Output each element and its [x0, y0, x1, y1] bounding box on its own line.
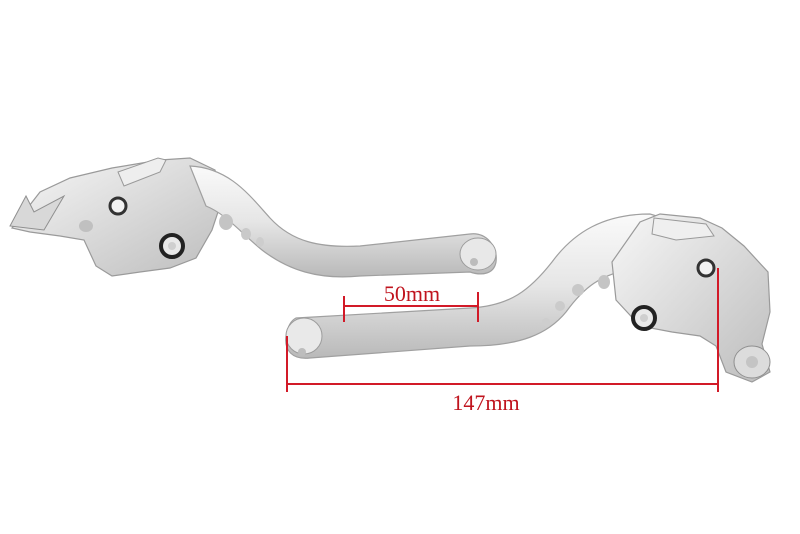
measurement-147mm: 147mm — [286, 268, 719, 415]
right-lever-bolt — [696, 258, 716, 278]
left-lever-cutout — [79, 220, 93, 232]
right-lever — [285, 213, 771, 383]
right-lever-pivot-bolt-center — [640, 314, 648, 322]
left-lever — [9, 157, 497, 278]
measurement-label-short: 50mm — [384, 281, 440, 306]
left-lever-cutout — [256, 237, 264, 247]
measurement-label-long: 147mm — [452, 390, 519, 415]
right-lever-cutout — [555, 301, 565, 311]
left-lever-bolt — [108, 196, 128, 216]
right-lever-cutout — [572, 284, 584, 296]
left-lever-end-knob — [459, 237, 497, 271]
measurement-50mm: 50mm — [343, 281, 479, 322]
left-lever-adjuster-tab — [117, 157, 167, 187]
left-lever-end-hole — [470, 258, 478, 266]
left-lever-cutout — [241, 228, 251, 240]
right-lever-barrel-hole — [746, 356, 758, 368]
left-lever-tip — [9, 194, 66, 231]
left-lever-pivot-bolt-center — [168, 242, 176, 250]
left-lever-blade — [189, 165, 497, 278]
right-lever-end-hole — [298, 348, 306, 356]
right-lever-cutout — [598, 275, 610, 289]
right-lever-cutout — [542, 318, 550, 326]
right-lever-adjuster-tab — [651, 217, 715, 241]
left-lever-cutout — [219, 214, 233, 230]
